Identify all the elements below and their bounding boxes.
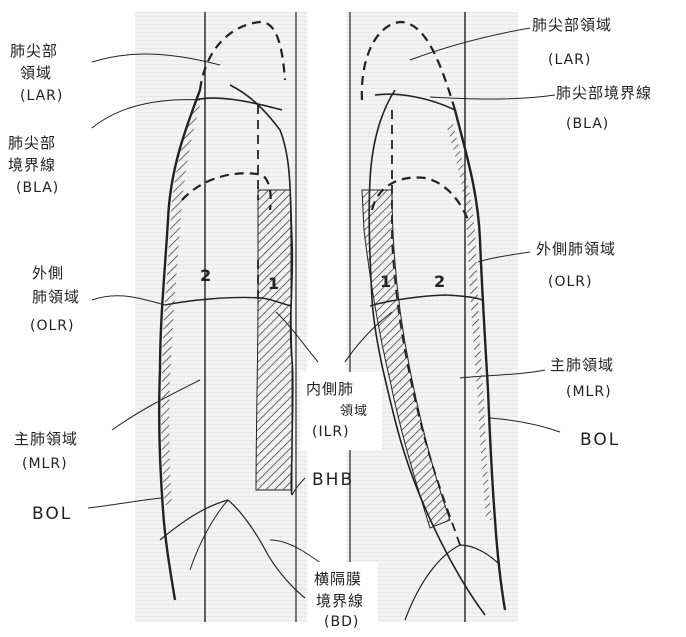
- ilr-label-line1: 内側肺: [306, 378, 354, 399]
- film-right-panel: [346, 12, 518, 622]
- left-mlr-abbr: (MLR): [22, 456, 68, 472]
- left-bol-label: BOL: [32, 504, 72, 524]
- right-olr-abbr: (OLR): [548, 274, 592, 290]
- zone-number-right-outer: 2: [434, 272, 445, 291]
- left-bla-label-line1: 肺尖部: [8, 132, 56, 153]
- right-bla-abbr: (BLA): [566, 116, 609, 132]
- left-olr-label-line1: 外側: [32, 262, 64, 283]
- right-bla-label: 肺尖部境界線: [556, 82, 652, 103]
- left-bla-abbr: (BLA): [16, 180, 59, 196]
- zone-number-left-inner: 1: [268, 274, 279, 293]
- bd-abbr: (BD): [324, 614, 359, 630]
- left-lar-label-line1: 肺尖部: [10, 40, 58, 61]
- left-lar-abbr: (LAR): [20, 88, 63, 104]
- ilr-label-line2: 領域: [340, 400, 368, 419]
- left-lar-label-line2: 領域: [20, 62, 52, 83]
- left-olr-label-line2: 肺領域: [32, 286, 80, 307]
- right-mlr-abbr: (MLR): [566, 384, 612, 400]
- right-bol-label: BOL: [580, 430, 620, 450]
- ilr-abbr: (ILR): [312, 424, 350, 440]
- mediastinum-gap: [307, 12, 346, 622]
- right-mlr-label: 主肺領域: [550, 354, 614, 375]
- bd-label-line1: 横隔膜: [314, 568, 362, 589]
- zone-number-left-outer: 2: [200, 266, 211, 285]
- left-olr-abbr: (OLR): [30, 318, 74, 334]
- right-lar-label: 肺尖部領域: [532, 14, 612, 35]
- bhb-label: BHB: [312, 470, 354, 490]
- right-olr-label: 外側肺領域: [536, 238, 616, 259]
- bd-label-line2: 境界線: [316, 590, 364, 611]
- right-lar-abbr: (LAR): [548, 52, 591, 68]
- left-bla-label-line2: 境界線: [8, 154, 56, 175]
- zone-number-right-inner: 1: [380, 272, 391, 291]
- left-inner-lung-region-hatch: [256, 190, 292, 490]
- left-mlr-label: 主肺領域: [14, 428, 78, 449]
